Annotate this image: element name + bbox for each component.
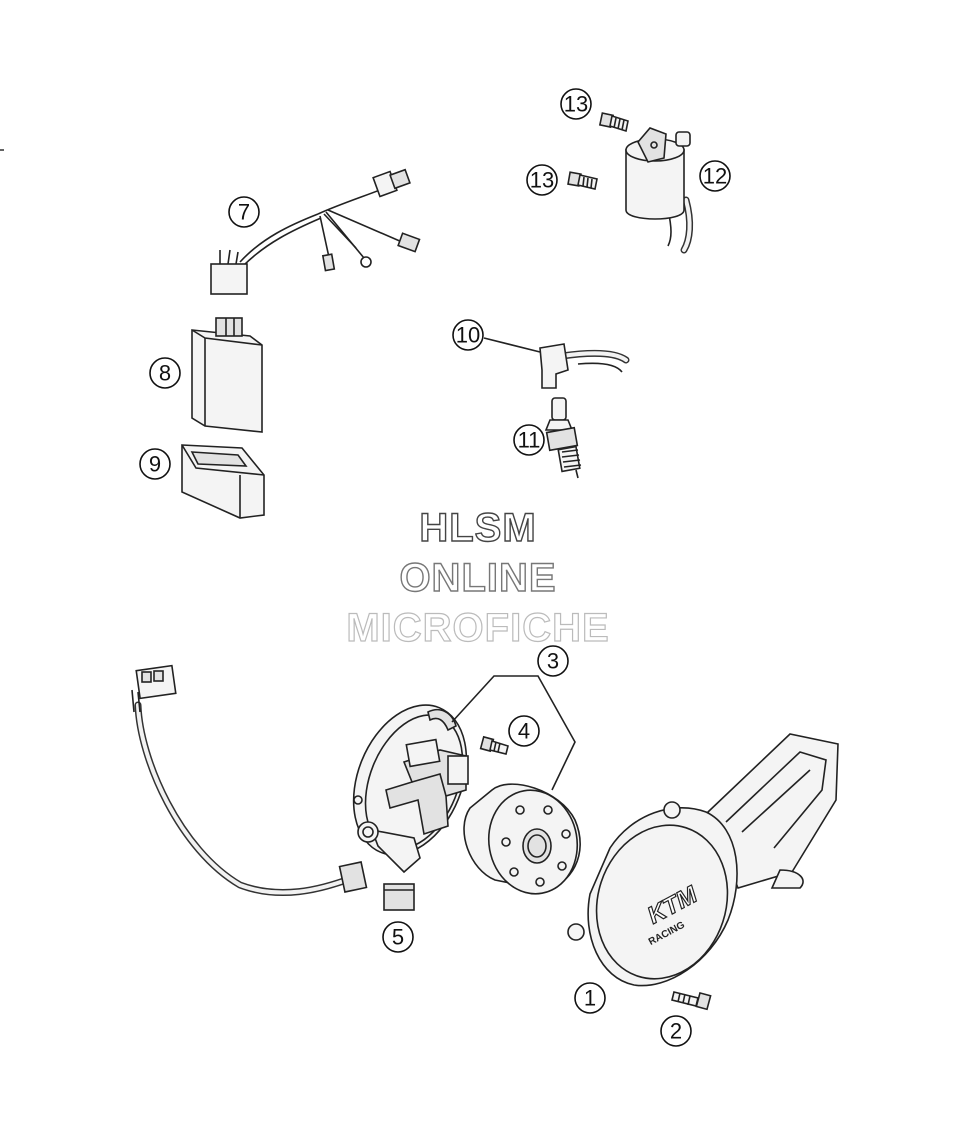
svg-text:9: 9 — [149, 452, 161, 477]
screw-part-2 — [671, 991, 712, 1011]
callout-7: 7 — [228, 196, 260, 228]
watermark-line-3: MICROFICHE — [346, 605, 610, 650]
callout-13-upper: 13 — [560, 88, 592, 120]
cdi-holder-part-9 — [181, 444, 265, 519]
callout-11: 11 — [513, 424, 545, 456]
callout-4: 4 — [508, 715, 540, 747]
svg-text:3: 3 — [547, 649, 559, 674]
svg-text:4: 4 — [518, 719, 530, 744]
spark-plug-part-11 — [544, 397, 582, 479]
callout-12: 12 — [699, 160, 731, 192]
watermark-line-1: HLSM — [419, 505, 537, 550]
screw-part-13-upper — [598, 112, 629, 133]
callout-5: 5 — [382, 921, 414, 953]
svg-text:1: 1 — [584, 986, 596, 1011]
svg-text:2: 2 — [670, 1019, 682, 1044]
woodruff-key-part-5 — [383, 883, 415, 911]
svg-text:8: 8 — [159, 361, 171, 386]
callout-10: 10 — [452, 319, 484, 351]
svg-text:13: 13 — [530, 168, 554, 193]
svg-text:10: 10 — [456, 323, 480, 348]
callout-3-leaders — [451, 675, 576, 791]
flywheel-rotor — [463, 783, 581, 895]
svg-text:11: 11 — [518, 428, 541, 453]
watermark-line-2: ONLINE — [399, 555, 557, 600]
ignition-coil-part-12 — [625, 127, 694, 254]
svg-text:7: 7 — [238, 200, 250, 225]
svg-text:13: 13 — [564, 92, 588, 117]
svg-text:12: 12 — [703, 164, 727, 189]
cdi-unit-part-8 — [191, 317, 263, 433]
ignition-cover-part-1: KTM RACING — [567, 733, 839, 987]
spark-plug-cap-part-10 — [483, 337, 630, 389]
callout-2: 2 — [660, 1015, 692, 1047]
callout-3: 3 — [537, 645, 569, 677]
stator-part-3 — [352, 704, 469, 874]
stator-cable — [131, 664, 368, 897]
wiring-harness-part-7 — [210, 168, 421, 295]
callout-13-lower: 13 — [526, 164, 558, 196]
callout-1: 1 — [574, 982, 606, 1014]
callout-8: 8 — [149, 357, 181, 389]
callout-9: 9 — [139, 448, 171, 480]
screw-part-13-lower — [567, 171, 598, 190]
svg-text:5: 5 — [392, 925, 404, 950]
screw-part-4 — [479, 735, 509, 755]
